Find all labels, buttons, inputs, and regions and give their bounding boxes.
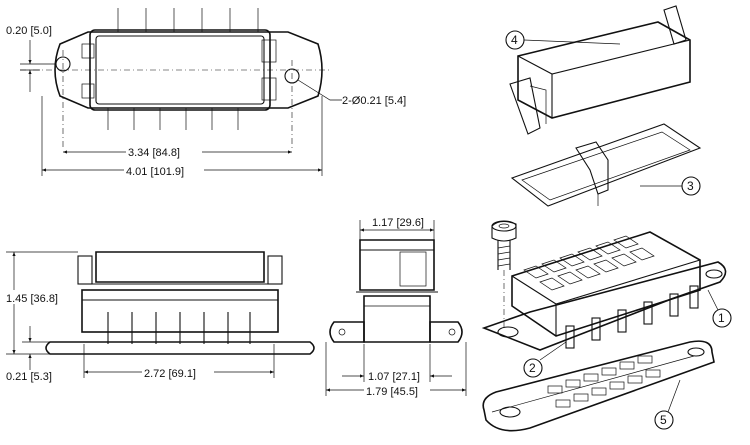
dim-hole-spacing: 3.34 [84.8] [128,147,180,159]
gasket [510,123,702,207]
top-view: 0.20 [5.0] 2-Ø0.21 [5.4] 3.34 [84.8] 4.0… [6,8,406,178]
dim-hole-dia: 2-Ø0.21 [5.4] [342,95,406,107]
callout-1: 1 [718,311,725,325]
callout-2: 2 [529,361,536,375]
dim-body-length: 2.72 [69.1] [144,368,196,380]
callout-5: 5 [660,413,667,427]
dim-overall-width: 1.79 [45.5] [366,386,418,398]
exploded-view: 4 3 1 2 5 [481,5,732,432]
callout-3: 3 [687,179,694,193]
dim-top-width: 1.17 [29.6] [372,217,424,229]
cover [509,5,691,135]
dim-base-width: 1.07 [27.1] [368,371,420,383]
callout-4: 4 [511,33,518,47]
side-view: 1.45 [36.8] 0.21 [5.3] 2.72 [69.1] [3,251,315,383]
dim-overall-length: 4.01 [101.9] [126,166,184,178]
bottom-cover [482,340,715,432]
dim-height: 1.45 [36.8] [6,293,58,305]
callouts: 4 3 1 2 5 [505,30,732,430]
dim-flange-thk: 0.21 [5.3] [6,371,52,383]
screw [491,220,517,330]
dim-top-offset: 0.20 [5.0] [6,25,52,37]
base-block [481,231,727,351]
end-view: 1.17 [29.6] 1.07 [27.1] 1.79 [45.5] [325,217,467,398]
